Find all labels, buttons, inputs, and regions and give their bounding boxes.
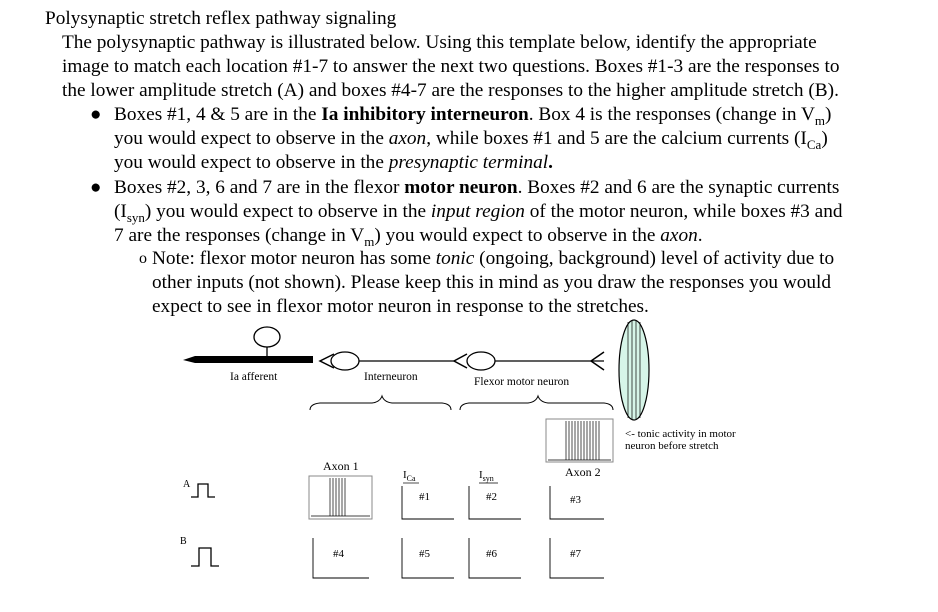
bullet1-line3: you would expect to observe in the presy… bbox=[114, 152, 553, 173]
note-line2: other inputs (not shown). Please keep th… bbox=[152, 272, 832, 293]
stimulus-b-icon bbox=[191, 547, 219, 567]
tonic-note-line2: neuron before stretch bbox=[625, 440, 719, 452]
tonic-note-line1: <- tonic activity in motor bbox=[625, 428, 736, 440]
label-isyn: Isyn bbox=[479, 469, 494, 483]
bullet2-line2: (Isyn) you would expect to observe in th… bbox=[114, 201, 843, 225]
bullet2-line3: 7 are the responses (change in Vm) you w… bbox=[114, 225, 703, 249]
box-5-axes bbox=[401, 538, 454, 579]
box-3-label: #3 bbox=[570, 494, 582, 506]
label-axon-1: Axon 1 bbox=[323, 459, 359, 473]
box-7-axes bbox=[549, 538, 604, 579]
page-title: Polysynaptic stretch reflex pathway sign… bbox=[45, 8, 397, 29]
flexor-motor-neuron-cell bbox=[466, 351, 605, 371]
box-6-axes bbox=[468, 538, 521, 579]
box-1-label: #1 bbox=[419, 491, 430, 503]
box-3-axes bbox=[549, 486, 604, 520]
bullet-marker-1: ● bbox=[90, 104, 102, 125]
muscle-icon bbox=[618, 319, 650, 421]
box-7-label: #7 bbox=[570, 548, 582, 560]
row-label-a: A bbox=[183, 479, 191, 490]
note-marker: o bbox=[139, 250, 147, 267]
box-5-label: #5 bbox=[419, 548, 431, 560]
bullet-marker-2: ● bbox=[90, 177, 102, 198]
box-2-axes bbox=[468, 486, 521, 520]
label-flexor-motor-neuron: Flexor motor neuron bbox=[474, 376, 569, 388]
row-label-b: B bbox=[180, 536, 187, 547]
ia-afferent-neuron bbox=[183, 326, 335, 369]
tonic-activity-box bbox=[545, 418, 614, 463]
axon1-response-box bbox=[308, 475, 373, 520]
label-ia-afferent: Ia afferent bbox=[230, 371, 278, 383]
intro-line-3: the lower amplitude stretch (A) and boxe… bbox=[62, 80, 839, 101]
box-6-label: #6 bbox=[486, 548, 498, 560]
brace-motor-neuron bbox=[459, 394, 614, 411]
stimulus-a-icon bbox=[191, 483, 215, 498]
bullet2-line1: Boxes #2, 3, 6 and 7 are in the flexor m… bbox=[114, 177, 840, 198]
box-1-axes bbox=[401, 486, 454, 520]
intro-line-2: image to match each location #1-7 to ans… bbox=[62, 56, 840, 77]
interneuron-cell bbox=[330, 351, 468, 371]
box-4-axes bbox=[312, 538, 369, 579]
label-axon-2: Axon 2 bbox=[565, 465, 601, 479]
box-2-label: #2 bbox=[486, 491, 497, 503]
note-line1: Note: flexor motor neuron has some tonic… bbox=[152, 248, 835, 269]
intro-line-1: The polysynaptic pathway is illustrated … bbox=[62, 32, 817, 53]
label-interneuron: Interneuron bbox=[364, 371, 418, 383]
bullet1-line2: you would expect to observe in the axon,… bbox=[114, 128, 828, 152]
note-line3: expect to see in flexor motor neuron in … bbox=[152, 296, 649, 317]
brace-interneuron bbox=[309, 394, 452, 411]
bullet1-line1: Boxes #1, 4 & 5 are in the Ia inhibitory… bbox=[114, 104, 832, 128]
label-ica: ICa bbox=[403, 469, 416, 483]
box-4-label: #4 bbox=[333, 548, 345, 560]
